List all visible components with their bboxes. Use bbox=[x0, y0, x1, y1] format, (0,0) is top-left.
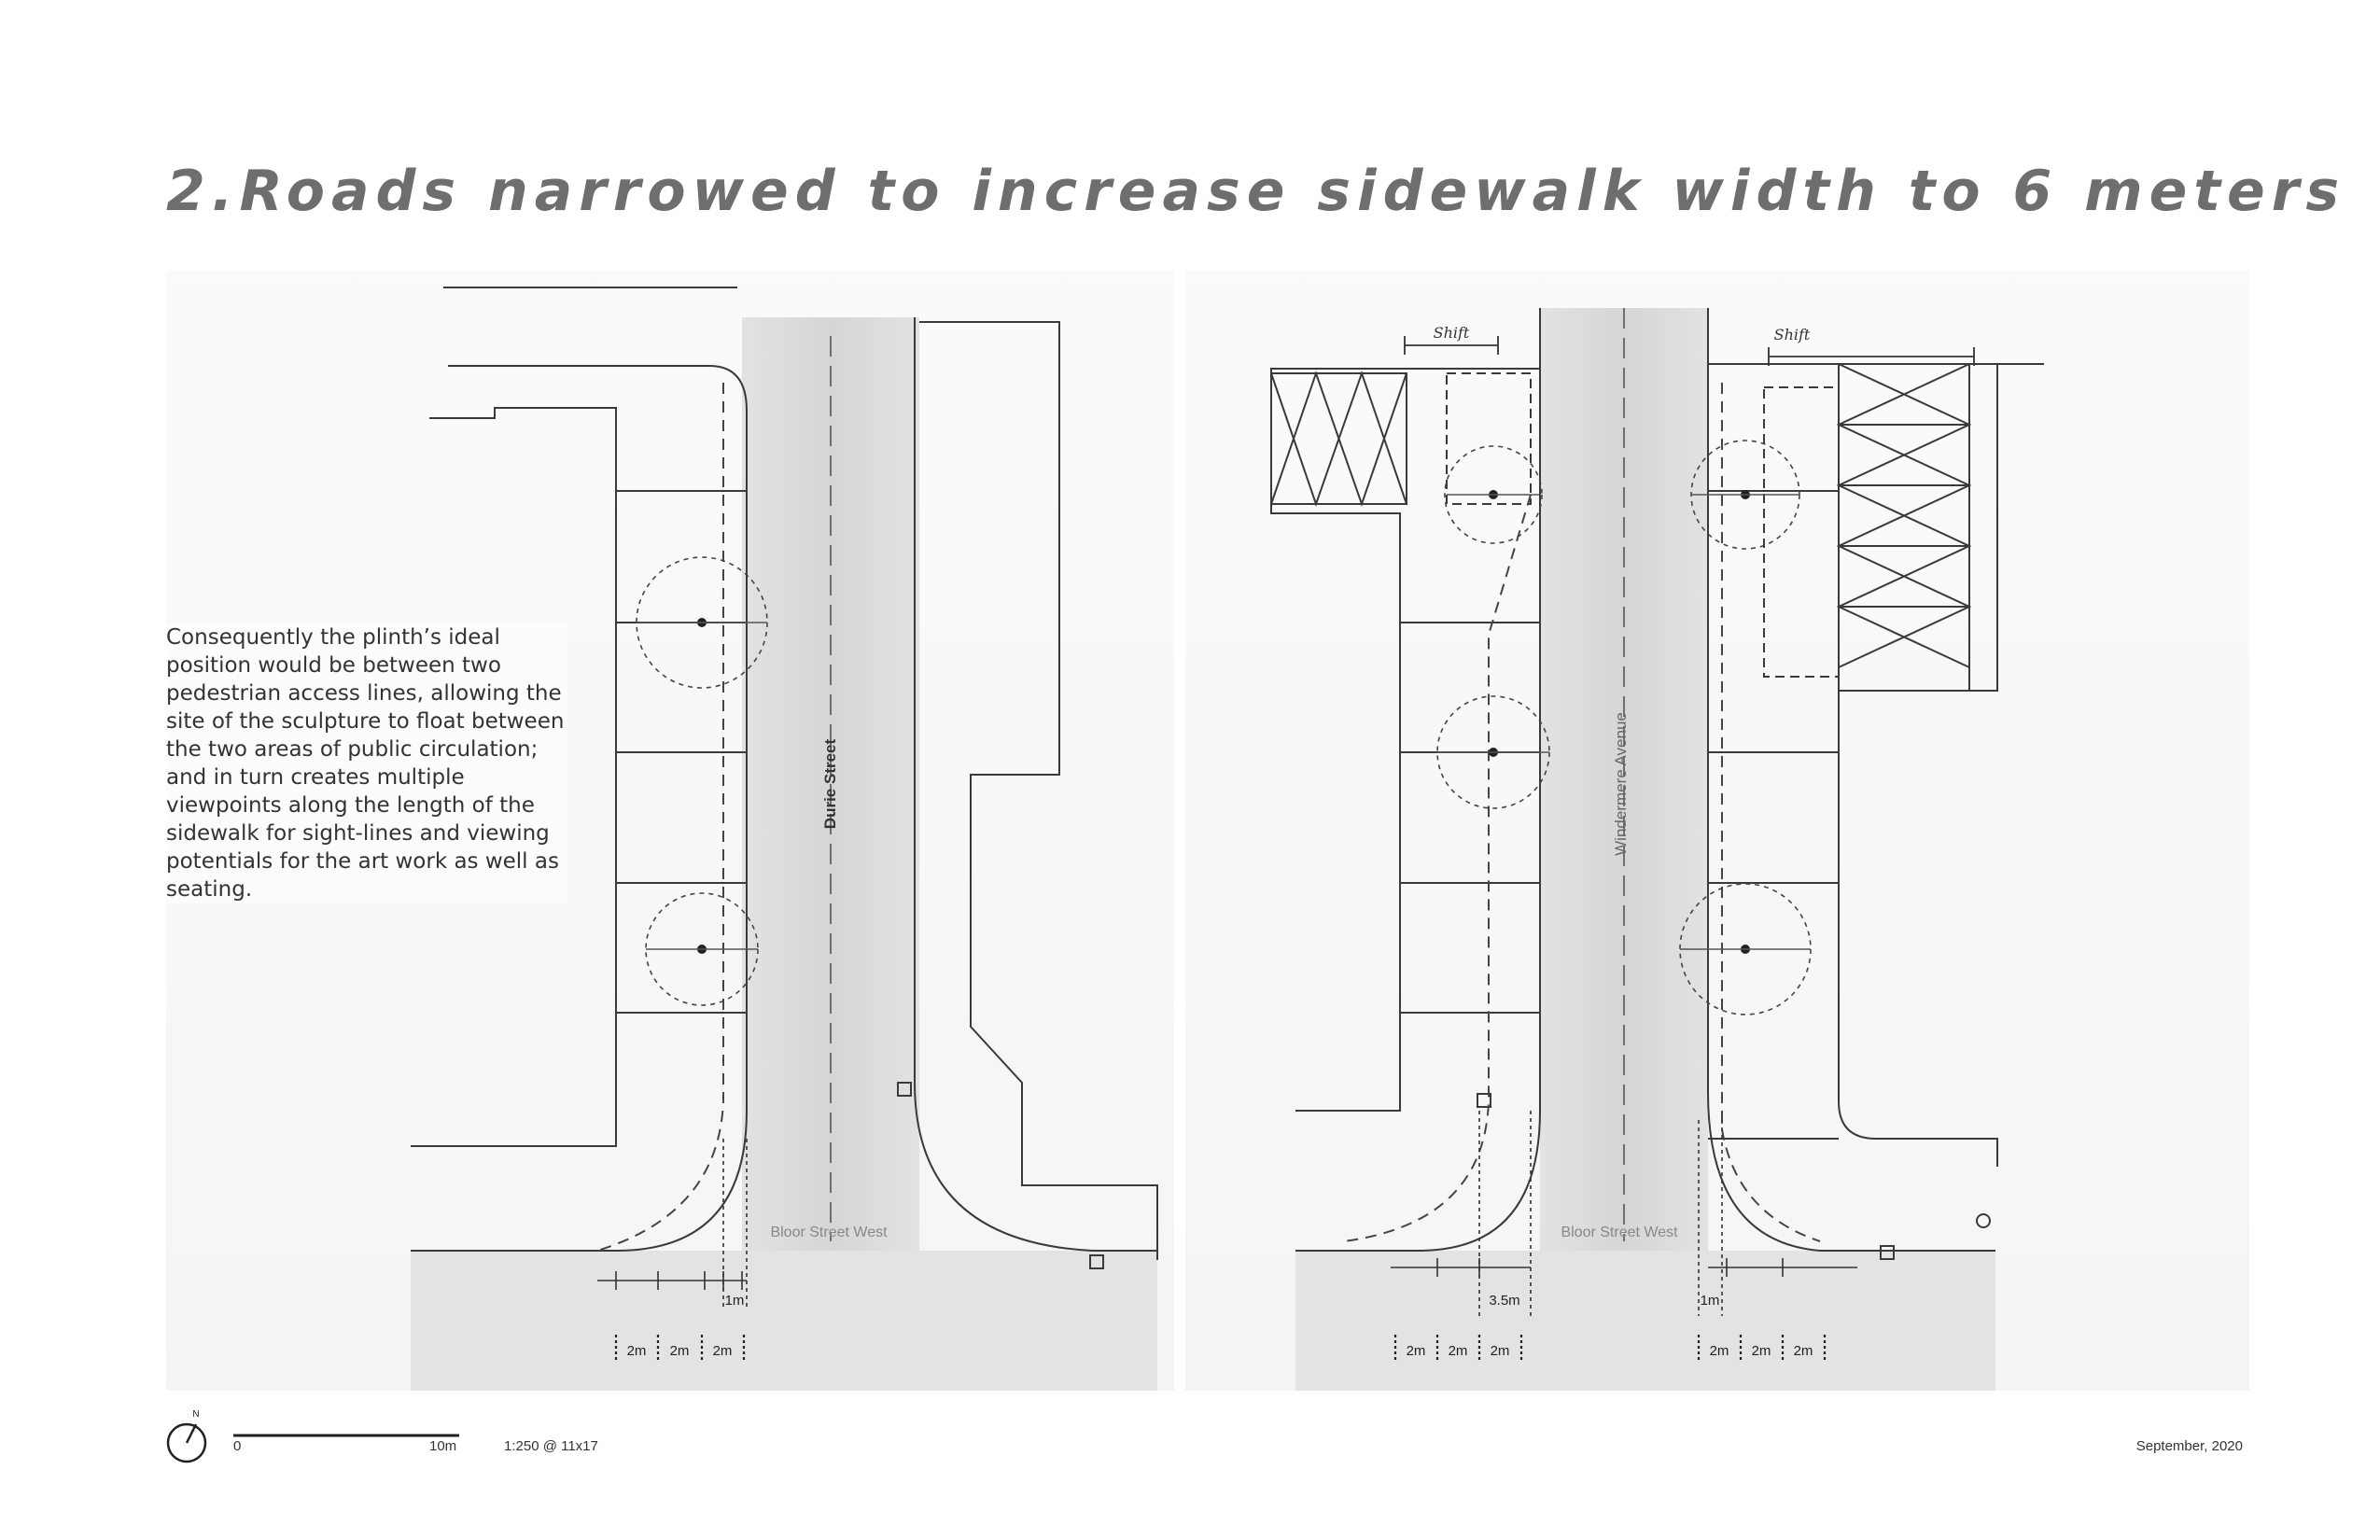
middle-building-outline bbox=[919, 321, 1158, 1260]
bloor-street-label-right: Bloor Street West bbox=[1561, 1225, 1678, 1240]
dim-2m-label: 2m bbox=[1752, 1343, 1771, 1359]
dim-3-5m: 3.5m bbox=[1489, 1293, 1519, 1309]
scale-end-label: 10m bbox=[429, 1438, 457, 1454]
right-access-path bbox=[1721, 383, 1821, 1242]
drawing-background-right bbox=[1185, 271, 2249, 1391]
durie-street-label: Durie Street bbox=[821, 738, 839, 829]
right-center-building-outline bbox=[1270, 368, 1540, 1112]
dim-1m-left: 1m bbox=[725, 1293, 745, 1309]
right-center-curb-line bbox=[1295, 308, 1541, 1252]
date-label: September, 2020 bbox=[2135, 1438, 2243, 1454]
north-label: N bbox=[192, 1409, 199, 1420]
shift-label-left: Shift bbox=[1434, 324, 1470, 342]
dim-2m-label: 2m bbox=[670, 1343, 690, 1359]
dim-2m-label: 2m bbox=[1710, 1343, 1729, 1359]
north-arrow-icon: N bbox=[166, 1409, 207, 1463]
left-access-path bbox=[596, 383, 724, 1252]
dim-2m-label: 2m bbox=[1794, 1343, 1813, 1359]
middle-curb-line bbox=[914, 317, 1157, 1252]
scale-ratio-label: 1:250 @ 11x17 bbox=[504, 1438, 598, 1454]
dim-2m-label: 2m bbox=[1449, 1343, 1468, 1359]
right-curb-line bbox=[1707, 308, 1995, 1252]
dim-2m-label: 2m bbox=[1407, 1343, 1426, 1359]
bloor-street-road-right bbox=[1295, 1251, 1995, 1391]
left-building-outline bbox=[411, 407, 617, 1147]
dim-2m-label: 2m bbox=[627, 1343, 647, 1359]
plinth-circle-rc-1 bbox=[1444, 445, 1543, 544]
dim-1m-right: 1m bbox=[1701, 1293, 1720, 1309]
building-x-left bbox=[1270, 372, 1407, 505]
dim-2m-label: 2m bbox=[1491, 1343, 1510, 1359]
right-center-access-path bbox=[1343, 494, 1532, 1242]
shift-label-right: Shift bbox=[1774, 326, 1811, 343]
dim-2m-label: 2m bbox=[713, 1343, 733, 1359]
scale-start-label: 0 bbox=[233, 1438, 242, 1454]
page-title: 2.Roads narrowed to increase sidewalk wi… bbox=[166, 159, 2346, 224]
windermere-avenue-label: Windermere Avenue bbox=[1612, 712, 1630, 856]
left-curb-line bbox=[411, 365, 748, 1252]
description-text: Consequently the plinth’s ideal position… bbox=[166, 623, 567, 903]
bloor-street-label-left: Bloor Street West bbox=[770, 1225, 888, 1240]
bloor-street-road-left bbox=[411, 1251, 1157, 1391]
